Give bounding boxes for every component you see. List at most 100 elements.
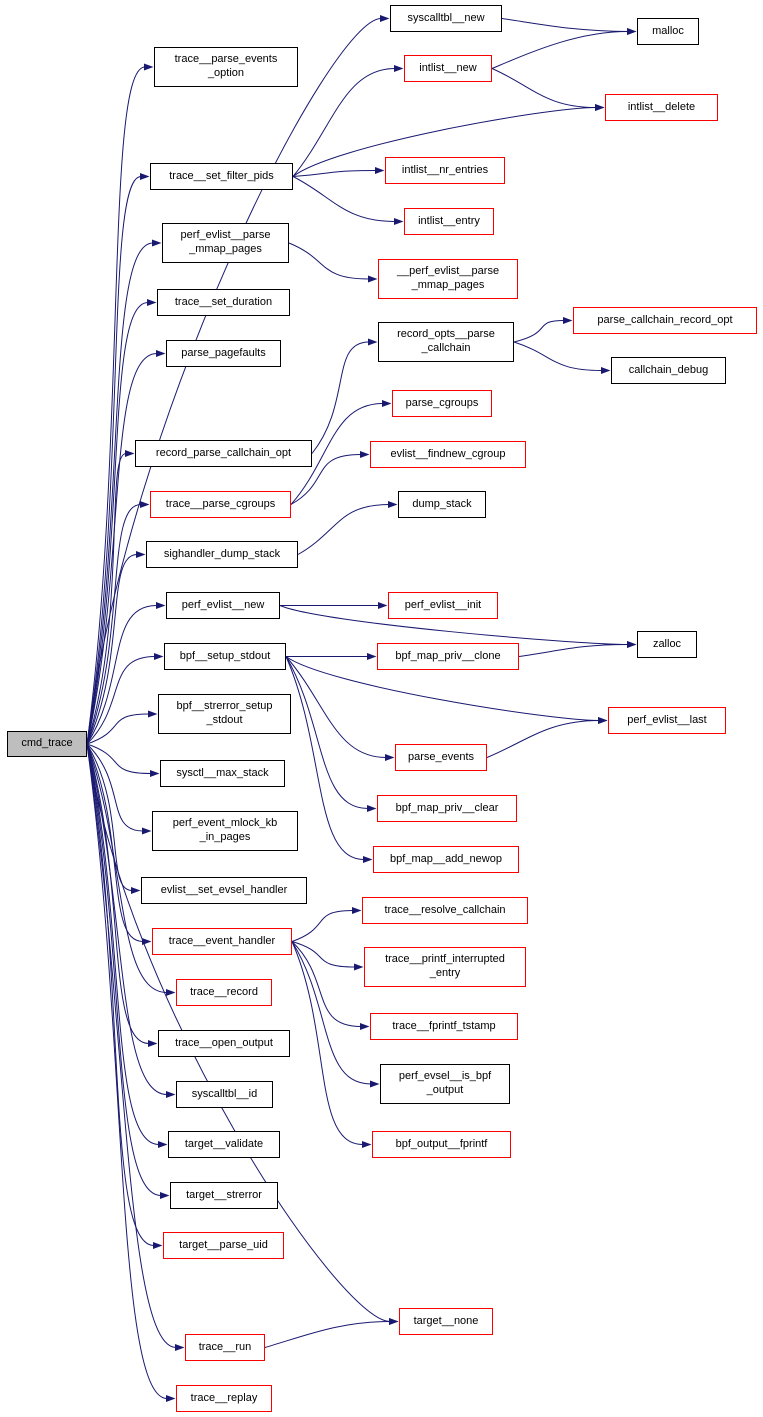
node-syscalltbl__id[interactable]: syscalltbl__id [176,1081,273,1108]
node-trace__open_output[interactable]: trace__open_output [158,1030,290,1057]
node-bpf_map_priv__clear[interactable]: bpf_map_priv__clear [377,795,517,822]
node-bpf_output__fprintf[interactable]: bpf_output__fprintf [372,1131,511,1158]
node-intlist__new[interactable]: intlist__new [404,55,492,82]
node-syscalltbl__new[interactable]: syscalltbl__new [390,5,502,32]
node-bpf_map__add_newop[interactable]: bpf_map__add_newop [373,846,519,873]
arrowhead-sighandler_dump_stack-to-dump_stack [388,501,398,508]
node-zalloc[interactable]: zalloc [637,631,697,658]
edge-bpf_map_priv__clone-to-zalloc [518,644,629,657]
edge-perf_evlist__parse_mmap_pages-to-__perf_evlist__parse_mmap_pages [288,242,370,280]
edge-trace__set_filter_pids-to-intlist__delete [292,107,597,177]
edge-cmd_trace-to-perf_event_mlock_kb_in_pages [86,743,144,832]
edge-cmd_trace-to-trace__parse_cgroups [86,504,142,745]
arrowhead-cmd_trace-to-trace__replay [166,1395,176,1402]
edge-cmd_trace-to-trace__set_filter_pids [86,176,142,745]
node-perf_evsel__is_bpf_output[interactable]: perf_evsel__is_bpf _output [380,1064,510,1104]
arrowhead-record_parse_callchain_opt-to-record_opts__parse_callchain [368,338,378,346]
node-trace__resolve_callchain[interactable]: trace__resolve_callchain [362,897,528,924]
node-trace__printf_interrupted_entry[interactable]: trace__printf_interrupted _entry [364,947,526,987]
edge-cmd_trace-to-bpf__strerror_setup_stdout [86,713,150,745]
node-parse_events[interactable]: parse_events [395,744,487,771]
arrowhead-trace__set_filter_pids-to-intlist__entry [394,218,404,225]
node-trace__event_handler[interactable]: trace__event_handler [152,928,292,955]
arrowhead-trace__set_filter_pids-to-intlist__nr_entries [375,167,385,174]
node-parse_cgroups[interactable]: parse_cgroups [392,390,492,417]
arrowhead-intlist__new-to-malloc [627,28,637,35]
node-trace__parse_cgroups[interactable]: trace__parse_cgroups [150,491,291,518]
arrowhead-trace__event_handler-to-trace__resolve_callchain [352,907,362,914]
arrowhead-trace__parse_cgroups-to-evlist__findnew_cgroup [360,451,370,458]
node-trace__set_filter_pids[interactable]: trace__set_filter_pids [150,163,293,190]
arrowhead-intlist__new-to-intlist__delete [595,104,605,111]
node-intlist__entry[interactable]: intlist__entry [404,208,494,235]
edge-record_opts__parse_callchain-to-callchain_debug [513,341,603,371]
arrowhead-cmd_trace-to-trace__set_filter_pids [140,173,150,180]
node-parse_callchain_record_opt[interactable]: parse_callchain_record_opt [573,307,757,334]
node-dump_stack[interactable]: dump_stack [398,491,486,518]
edge-bpf__setup_stdout-to-bpf_map__add_newop [285,656,365,860]
node-perf_evlist__parse_mmap_pages[interactable]: perf_evlist__parse _mmap_pages [162,223,289,263]
node-record_opts__parse_callchain[interactable]: record_opts__parse _callchain [378,322,514,362]
arrowhead-cmd_trace-to-trace__parse_events_option [144,63,154,71]
node-parse_pagefaults[interactable]: parse_pagefaults [166,340,281,367]
node-perf_evlist__new[interactable]: perf_evlist__new [166,592,280,619]
node-bpf__strerror_setup_stdout[interactable]: bpf__strerror_setup _stdout [158,694,291,734]
node-callchain_debug[interactable]: callchain_debug [611,357,726,384]
node-trace__record[interactable]: trace__record [176,979,272,1006]
node-trace__run[interactable]: trace__run [185,1334,265,1361]
node-malloc[interactable]: malloc [637,18,699,45]
arrowhead-cmd_trace-to-trace__run [175,1344,185,1351]
arrowhead-bpf__setup_stdout-to-bpf_map__add_newop [363,856,373,863]
edge-cmd_trace-to-target__none [86,743,391,1322]
edge-cmd_trace-to-syscalltbl__new [86,18,382,745]
node-sysctl__max_stack[interactable]: sysctl__max_stack [160,760,285,787]
arrowhead-cmd_trace-to-perf_evlist__new [156,602,166,609]
node-perf_event_mlock_kb_in_pages[interactable]: perf_event_mlock_kb _in_pages [152,811,298,851]
edge-trace__parse_cgroups-to-parse_cgroups [290,403,384,505]
node-evlist__set_evsel_handler[interactable]: evlist__set_evsel_handler [141,877,307,904]
node-sighandler_dump_stack[interactable]: sighandler_dump_stack [146,541,298,568]
edge-trace__event_handler-to-trace__fprintf_tstamp [291,941,362,1027]
node-trace__fprintf_tstamp[interactable]: trace__fprintf_tstamp [370,1013,518,1040]
node-target__none[interactable]: target__none [399,1308,493,1335]
node-intlist__nr_entries[interactable]: intlist__nr_entries [385,157,505,184]
node-target__validate[interactable]: target__validate [168,1131,280,1158]
node-perf_evlist__last[interactable]: perf_evlist__last [608,707,726,734]
edge-cmd_trace-to-parse_pagefaults [86,353,158,745]
node-__perf_evlist__parse_mmap_pages[interactable]: __perf_evlist__parse _mmap_pages [378,259,518,299]
arrowhead-cmd_trace-to-target__parse_uid [153,1242,163,1249]
edge-bpf__setup_stdout-to-bpf_map_priv__clear [285,656,369,809]
arrowhead-bpf__setup_stdout-to-bpf_map_priv__clear [367,805,377,812]
node-target__parse_uid[interactable]: target__parse_uid [163,1232,284,1259]
arrowhead-record_opts__parse_callchain-to-callchain_debug [601,367,611,374]
node-trace__replay[interactable]: trace__replay [176,1385,272,1412]
edge-cmd_trace-to-sighandler_dump_stack [86,554,138,745]
node-bpf__setup_stdout[interactable]: bpf__setup_stdout [164,643,286,670]
arrowhead-cmd_trace-to-bpf__setup_stdout [154,653,164,660]
node-evlist__findnew_cgroup[interactable]: evlist__findnew_cgroup [370,441,526,468]
node-bpf_map_priv__clone[interactable]: bpf_map_priv__clone [377,643,519,670]
edge-record_opts__parse_callchain-to-parse_callchain_record_opt [513,320,565,343]
edge-trace__set_filter_pids-to-intlist__nr_entries [292,170,377,177]
arrowhead-cmd_trace-to-record_parse_callchain_opt [125,450,135,457]
arrowhead-trace__event_handler-to-bpf_output__fprintf [362,1141,372,1148]
edge-cmd_trace-to-trace__open_output [86,743,150,1044]
node-target__strerror[interactable]: target__strerror [170,1182,278,1209]
edge-trace__run-to-target__none [264,1321,391,1348]
arrowhead-trace__set_filter_pids-to-intlist__new [394,65,404,72]
arrowhead-cmd_trace-to-trace__open_output [148,1040,158,1047]
edge-trace__set_filter_pids-to-intlist__entry [292,176,396,222]
edge-cmd_trace-to-target__validate [86,743,160,1145]
arrowhead-bpf__setup_stdout-to-bpf_map_priv__clone [367,653,377,660]
edge-cmd_trace-to-bpf__setup_stdout [86,656,156,745]
arrowhead-cmd_trace-to-perf_evlist__parse_mmap_pages [152,239,162,247]
edge-bpf__setup_stdout-to-parse_events [285,656,387,758]
node-cmd_trace[interactable]: cmd_trace [7,731,87,757]
node-trace__parse_events_option[interactable]: trace__parse_events _option [154,47,298,87]
node-intlist__delete[interactable]: intlist__delete [605,94,718,121]
arrowhead-trace__event_handler-to-perf_evsel__is_bpf_output [370,1080,380,1088]
node-trace__set_duration[interactable]: trace__set_duration [157,289,290,316]
edge-parse_events-to-perf_evlist__last [486,720,600,758]
node-perf_evlist__init[interactable]: perf_evlist__init [388,592,498,619]
node-record_parse_callchain_opt[interactable]: record_parse_callchain_opt [135,440,312,467]
